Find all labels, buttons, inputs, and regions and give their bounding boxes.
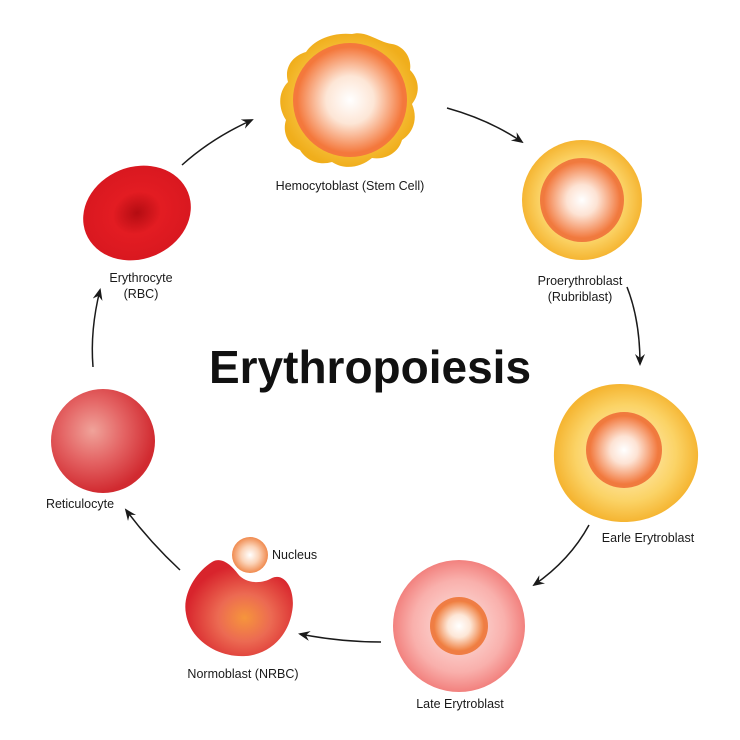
hemocytoblast-cell	[280, 33, 418, 167]
erythrocyte-cell	[83, 165, 191, 261]
normoblast-cell	[185, 537, 293, 657]
label-early-erythroblast-text: Earle Erytroblast	[601, 531, 695, 545]
late-erythroblast-cell	[393, 560, 525, 692]
early-erythroblast-cell	[553, 384, 699, 522]
label-nucleus: Nucleus	[272, 547, 328, 563]
arrow-stem-to-proerythroblast	[446, 107, 524, 144]
label-reticulocyte-text: Reticulocyte	[45, 497, 115, 511]
label-erythrocyte: Erythrocyte (RBC)	[96, 270, 186, 302]
label-erythrocyte-name: Erythrocyte	[109, 271, 173, 285]
label-hemocytoblast: Hemocytoblast (Stem Cell)	[250, 178, 450, 194]
reticulocyte-cell	[51, 389, 155, 493]
arrow-late-to-normoblast	[298, 631, 382, 643]
label-late-erythroblast: Late Erytroblast	[390, 696, 530, 712]
label-proerythroblast-sub: (Rubriblast)	[547, 290, 613, 304]
label-proerythroblast: Proerythroblast (Rubriblast)	[505, 273, 655, 305]
proerythroblast-cell	[522, 140, 642, 260]
label-nucleus-text: Nucleus	[272, 548, 318, 562]
label-reticulocyte: Reticulocyte	[20, 496, 140, 512]
label-proerythroblast-name: Proerythroblast	[537, 274, 623, 288]
label-normoblast-text: Normoblast (NRBC)	[187, 667, 299, 681]
arrow-early-to-late	[532, 524, 590, 587]
label-erythrocyte-sub: (RBC)	[123, 287, 159, 301]
arrow-reticulocyte-to-erythrocyte	[91, 288, 103, 368]
arrow-erythrocyte-to-stem	[181, 119, 254, 166]
diagram-title: Erythropoiesis	[208, 341, 532, 393]
label-hemocytoblast-text: Hemocytoblast (Stem Cell)	[275, 179, 425, 193]
arrow-normoblast-to-reticulocyte	[124, 508, 181, 571]
label-late-erythroblast-text: Late Erytroblast	[416, 697, 504, 711]
arrow-proerythroblast-to-early	[626, 286, 645, 366]
label-normoblast: Normoblast (NRBC)	[168, 666, 318, 682]
label-early-erythroblast: Earle Erytroblast	[578, 530, 718, 546]
